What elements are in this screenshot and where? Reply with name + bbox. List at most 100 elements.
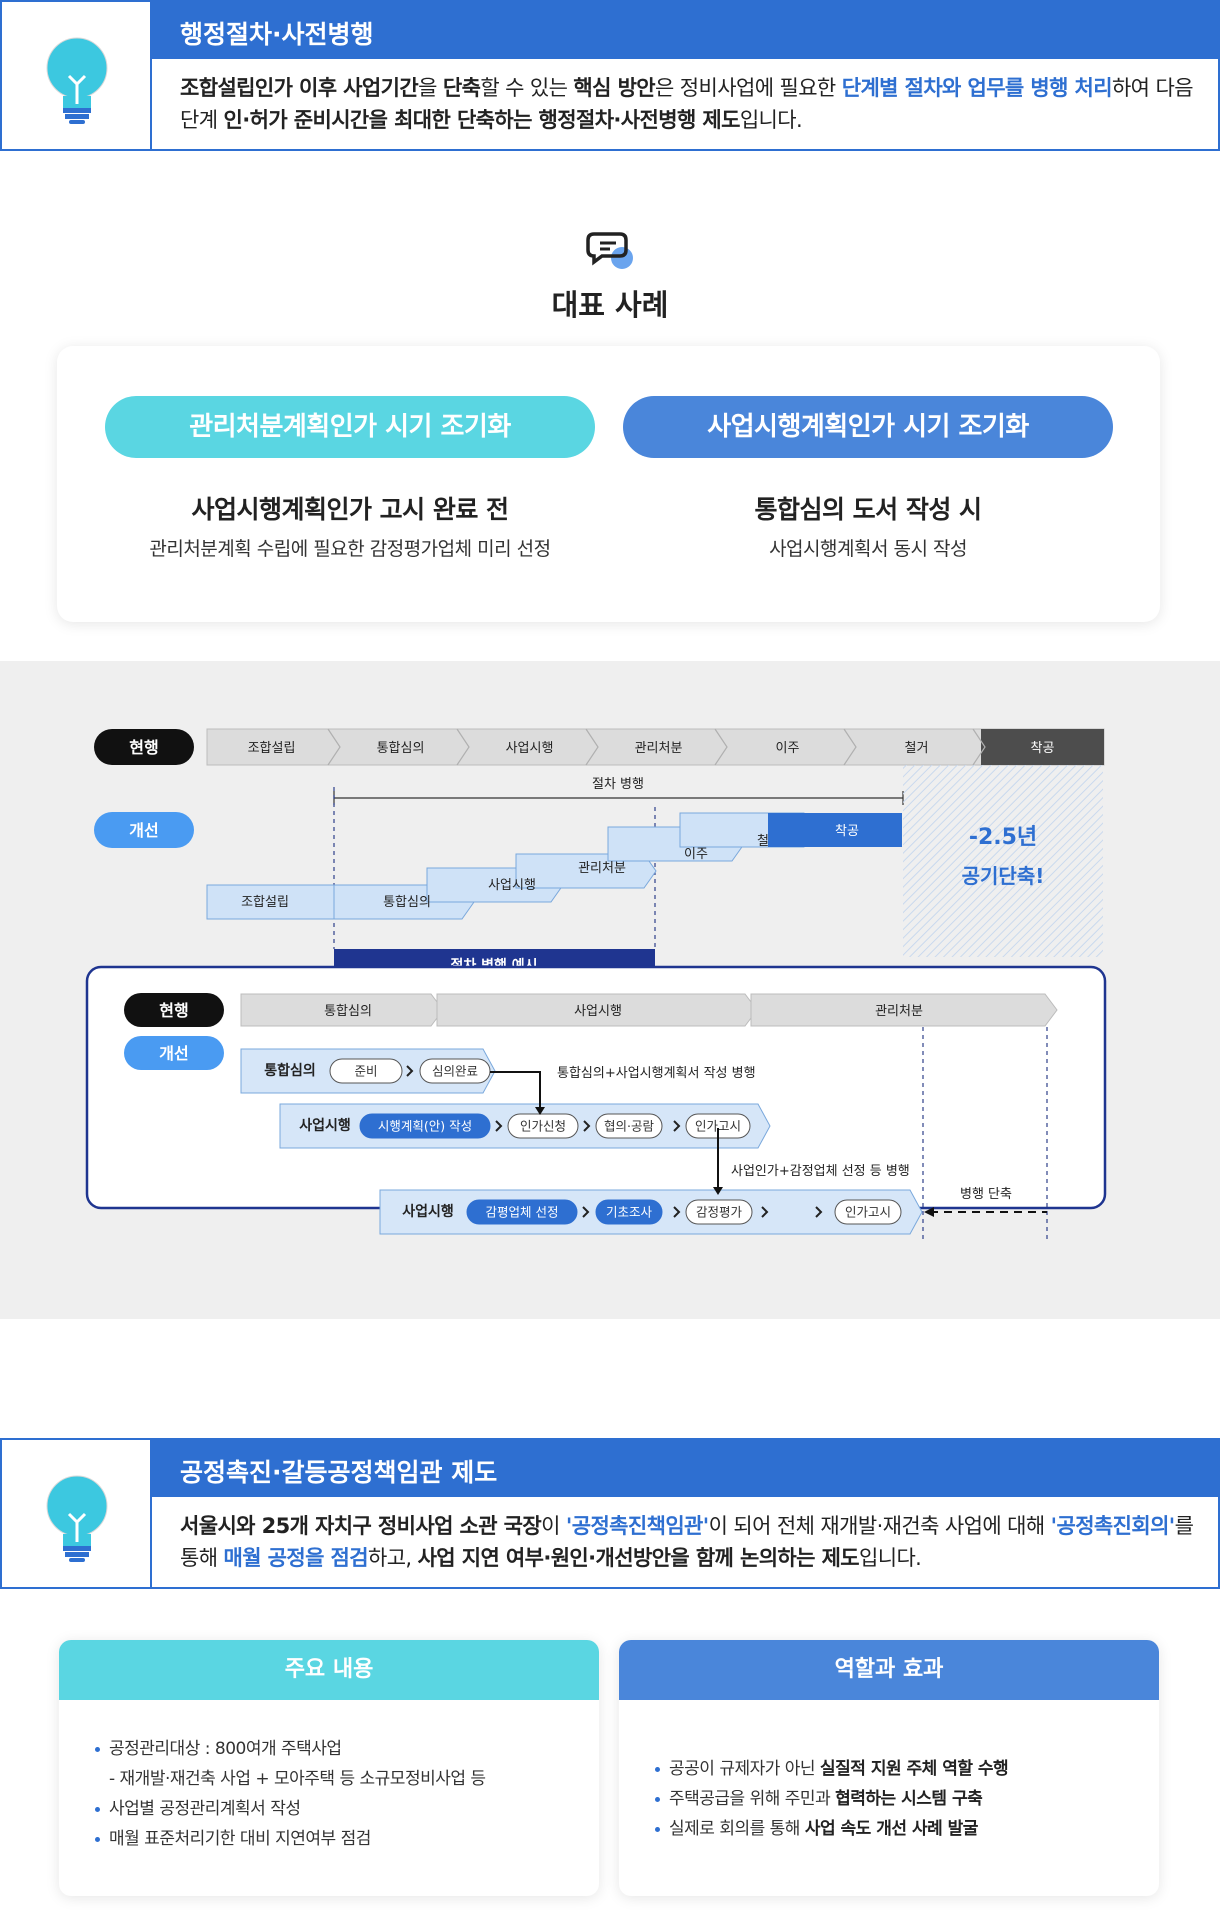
current-stage-4: 이주: [776, 741, 800, 756]
example-row2-step-2: [595, 1113, 663, 1139]
section2-text-segment: 하고,: [367, 1546, 418, 1570]
example-row2-step-0-label: 시행계획(안) 작성: [378, 1119, 472, 1134]
section1-text-segment: 하여 다음 단계: [180, 76, 1194, 132]
current-stage-bar: [206, 728, 1105, 766]
example-row3-label: 사업시행: [402, 1204, 454, 1220]
info-box-process: 공정촉진·갈등공정책임관 제도 서울시와 25개 자치구 정비사업 소관 국장이…: [0, 1438, 1220, 1589]
lightbulb-icon: [46, 1475, 108, 1562]
info-heading: 행정절차·사전병행: [152, 2, 1218, 59]
current-stage-5: 철거: [905, 741, 929, 756]
lightbulb-icon: [46, 37, 108, 124]
example-current-pill: [124, 993, 224, 1027]
roles-item-segment: 실질적 지원 주체 역할 수행: [819, 1759, 1009, 1779]
example-row3-step-2: [685, 1199, 753, 1225]
example-improved-pill: [124, 1036, 224, 1070]
improved-stage-0: 조합설립: [241, 895, 289, 910]
roles-item-segment: 협력하는 시스템 구축: [835, 1789, 983, 1809]
section2-text-segment: '공정촉진책임관': [565, 1514, 709, 1538]
speech-bubble-icon: [586, 232, 633, 269]
current-stage-3: 관리처분: [635, 741, 683, 756]
chevron-right-icon: [673, 1206, 681, 1218]
info-description-2: 서울시와 25개 자치구 정비사업 소관 국장이 '공정촉진책임관'이 되어 전…: [180, 1510, 1194, 1574]
improved-stage-2: 사업시행: [488, 877, 536, 893]
connector-2-arrow: [713, 1187, 723, 1195]
example-current-label: 현행: [159, 1001, 188, 1020]
example-row3-step-1: [595, 1199, 663, 1225]
section2-text-segment: 서울시와 25개 자치구 정비사업 소관 국장: [180, 1514, 542, 1538]
info-heading-2: 공정촉진·갈등공정책임관 제도: [152, 1440, 1218, 1497]
saving-area: [903, 765, 1103, 957]
example-row1-label: 통합심의: [264, 1062, 316, 1079]
saving-value: -2.5년: [969, 825, 1037, 850]
section1-text-segment: 은 정비사업에 필요한: [655, 76, 842, 100]
chevron-right-icon: [815, 1206, 823, 1218]
section2-text-segment: 사업 지연 여부·원인·개선방안을 함께 논의하는 제도: [417, 1546, 860, 1570]
section1-text-segment: 입니다.: [739, 108, 803, 132]
section1-text-segment: 단계별 절차와 업무를 병행 처리: [841, 76, 1113, 100]
main-content-item: 공정관리대상 : 800여개 주택사업: [95, 1734, 587, 1764]
main-content-card: 주요 내용 공정관리대상 : 800여개 주택사업- 재개발·재건축 사업 + …: [59, 1640, 599, 1896]
section1-text-segment: 을: [418, 76, 443, 100]
roles-item-segment: 주택공급을 위해 주민과: [669, 1789, 836, 1809]
example-improved-label: 개선: [159, 1044, 188, 1063]
chevron-right-icon: [406, 1065, 414, 1077]
section1-text-segment: 인·허가 준비시간을 최대한 단축하는 행정절차·사전병행 제도: [223, 108, 741, 132]
section2-text-segment: 입니다.: [859, 1546, 922, 1570]
note-1: 통합심의+사업시행계획서 작성 병행: [557, 1065, 756, 1081]
example-row3-step-0-label: 감평업체 선정: [486, 1205, 559, 1220]
roles-item: 주택공급을 위해 주민과 협력하는 시스템 구축: [655, 1784, 1147, 1814]
stage-separator: [843, 728, 857, 766]
section2-text-segment: 이: [541, 1514, 566, 1538]
info-description: 조합설립인가 이후 사업기간을 단축할 수 있는 핵심 방안은 정비사업에 필요…: [180, 72, 1194, 136]
roles-item-segment: 사업 속도 개선 사례 발굴: [804, 1819, 979, 1839]
current-stage-1: 통합심의: [377, 741, 425, 756]
stage-separator: [714, 728, 728, 766]
improved-label: 개선: [129, 821, 158, 840]
case-pill-right: 사업시행계획인가 시기 조기화: [623, 396, 1113, 458]
cases-title: 대표 사례: [551, 288, 669, 322]
current-stage-0: 조합설립: [248, 741, 296, 756]
improved-stage-3: 관리처분: [578, 861, 626, 876]
stage-separator: [585, 728, 599, 766]
main-content-item: 사업별 공정관리계획서 작성: [95, 1794, 587, 1824]
example-row1-step-0: [329, 1058, 403, 1084]
example-current-step-0: 통합심의: [324, 1004, 372, 1019]
current-stage-2: 사업시행: [506, 740, 554, 756]
saving-text: 공기단축!: [962, 864, 1045, 888]
improved-final-box: [768, 813, 902, 847]
connector-1: [490, 1071, 541, 1111]
section2-text-segment: '공정촉진회의': [1050, 1514, 1176, 1538]
current-stage-final-bg: [981, 729, 1104, 765]
example-row3-step-1-label: 기초조사: [606, 1205, 653, 1220]
section1-text-segment: 할 수 있는: [480, 76, 574, 100]
example-row2-step-2-label: 협의·공람: [604, 1119, 654, 1134]
case-sub-right: 통합심의 도서 작성 시: [754, 495, 982, 524]
improved-stage-1: 통합심의: [383, 895, 431, 910]
main-content-item: 매월 표준처리기한 대비 지연여부 점검: [95, 1824, 587, 1854]
example-row1-step-1-label: 심의완료: [432, 1064, 478, 1079]
section1-text-segment: 단축: [442, 76, 481, 100]
stage-separator: [456, 728, 470, 766]
chevron-right-icon: [495, 1120, 503, 1132]
shorten-arrow-head: [924, 1207, 934, 1217]
section2-text-segment: 이 되어 전체 재개발·재건축 사업에 대해: [708, 1514, 1051, 1538]
current-label-pill: [94, 729, 194, 765]
chevron-right-icon: [582, 1206, 590, 1218]
improved-stage-final: 착공: [835, 824, 859, 839]
stage-separator: [327, 728, 341, 766]
example-row1-step-0-label: 준비: [354, 1064, 377, 1079]
main-content-heading: 주요 내용: [59, 1640, 599, 1700]
case-desc-right: 사업시행계획서 동시 작성: [769, 538, 967, 560]
main-content-list: 공정관리대상 : 800여개 주택사업- 재개발·재건축 사업 + 모아주택 등…: [95, 1734, 587, 1854]
note-2: 사업인가+감정업체 선정 등 병행: [731, 1163, 910, 1179]
example-row3-step-2-label: 감정평가: [696, 1205, 743, 1220]
example-row3-step-0: [466, 1199, 578, 1225]
roles-item: 공공이 규제자가 아닌 실질적 지원 주체 역할 수행: [655, 1754, 1147, 1784]
section2-text-segment: 매월 공정을 점검: [223, 1546, 369, 1570]
example-current-step-1: 사업시행: [574, 1003, 622, 1019]
